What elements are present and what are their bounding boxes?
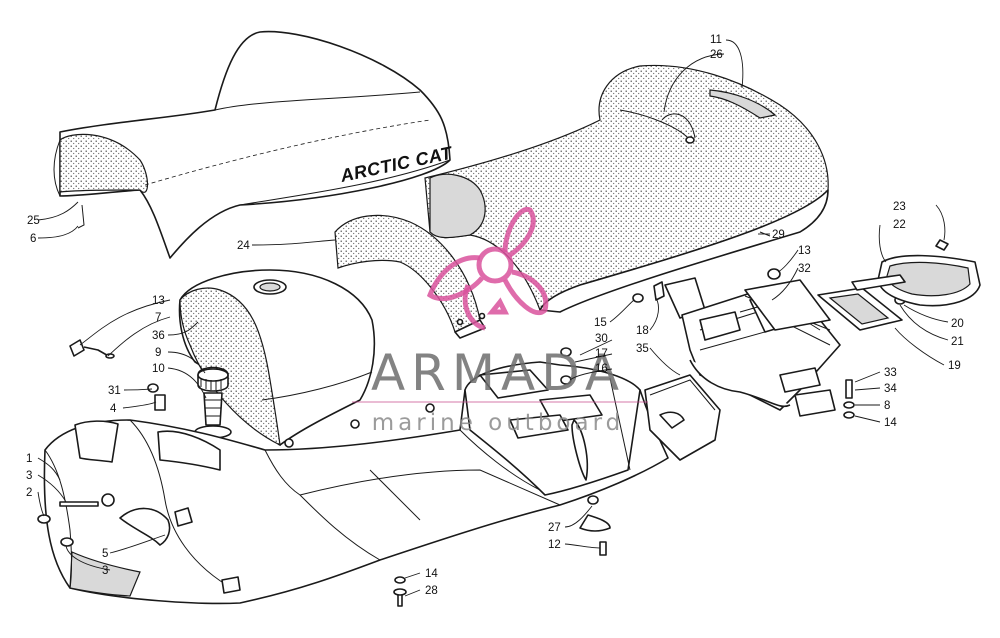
callout-1: 1 xyxy=(26,453,32,465)
callout-13-left: 13 xyxy=(152,295,165,307)
callout-34: 34 xyxy=(884,383,897,395)
callout-30: 30 xyxy=(595,333,608,345)
callout-13-right: 13 xyxy=(798,245,811,257)
callout-15: 15 xyxy=(594,317,607,329)
callout-4: 4 xyxy=(110,403,117,415)
leader-lines xyxy=(37,39,949,597)
callout-33: 33 xyxy=(884,367,897,379)
callout-21: 21 xyxy=(951,336,964,348)
callout-31: 31 xyxy=(108,385,121,397)
callout-25: 25 xyxy=(27,215,40,227)
callout-23: 23 xyxy=(893,201,906,213)
callout-8: 8 xyxy=(884,400,890,412)
callout-14-right: 14 xyxy=(884,417,897,429)
callout-7: 7 xyxy=(155,312,161,324)
callout-2: 2 xyxy=(26,487,32,499)
callout-32: 32 xyxy=(798,263,811,275)
watermark-title: ARMADA xyxy=(371,344,625,402)
callout-26: 26 xyxy=(710,49,723,61)
callout-10: 10 xyxy=(152,363,165,375)
seat-cover-left: ARCTIC CAT xyxy=(53,30,455,259)
tank-cover xyxy=(178,269,435,448)
callout-11: 11 xyxy=(710,34,722,46)
body-pan xyxy=(43,361,669,605)
hardware xyxy=(37,239,949,607)
watermark-subtitle: marine outboard xyxy=(372,410,624,436)
callout-14-bottom: 14 xyxy=(425,568,438,580)
watermark: ARMADA marine outboard xyxy=(352,206,648,436)
callout-6: 6 xyxy=(30,233,36,245)
callout-17: 17 xyxy=(595,348,608,360)
callout-16: 16 xyxy=(595,363,608,375)
seat-assembly-right xyxy=(424,64,829,313)
callout-29: 29 xyxy=(772,229,785,241)
callout-36: 36 xyxy=(152,330,165,342)
callout-12: 12 xyxy=(548,539,561,551)
propeller-logo xyxy=(426,206,549,331)
callout-24: 24 xyxy=(237,240,250,252)
tail-light xyxy=(744,254,981,331)
callout-numbers: 25 6 24 11 26 29 13 7 36 9 10 31 4 1 3 2… xyxy=(26,34,964,597)
callout-28: 28 xyxy=(425,585,438,597)
callout-5: 5 xyxy=(102,548,108,560)
callout-35: 35 xyxy=(636,343,649,355)
callout-20: 20 xyxy=(951,318,964,330)
callout-27: 27 xyxy=(548,522,561,534)
callout-22: 22 xyxy=(893,219,906,231)
callout-19: 19 xyxy=(948,360,961,372)
callout-3-top: 3 xyxy=(26,470,32,482)
callout-3-bottom: 3 xyxy=(102,565,108,577)
callout-9: 9 xyxy=(155,347,161,359)
callout-18: 18 xyxy=(636,325,649,337)
snow-flap xyxy=(644,374,721,461)
